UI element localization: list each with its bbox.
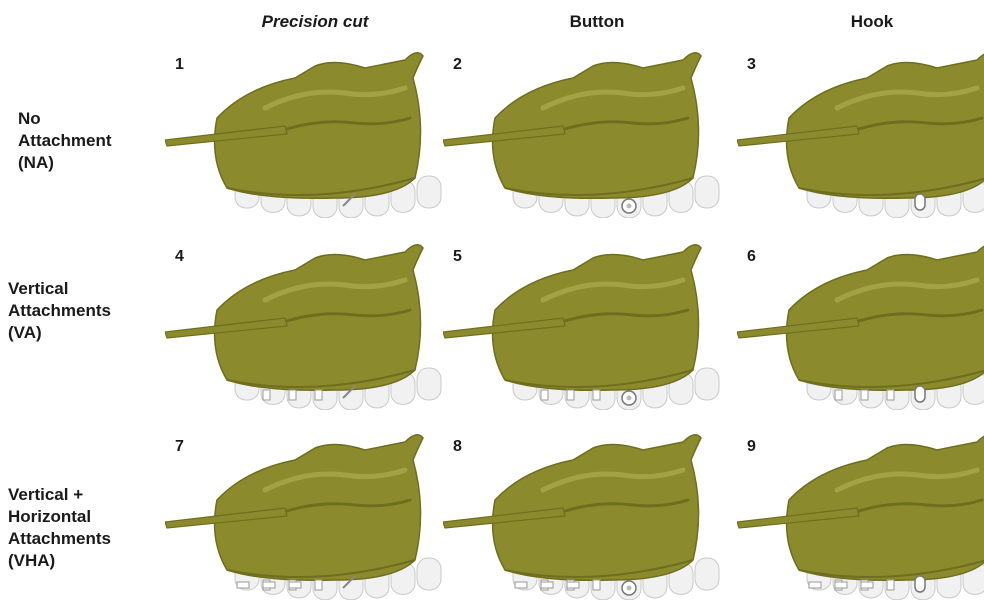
vertical-attachment xyxy=(887,580,894,590)
aligner-image xyxy=(443,240,733,410)
row-header-line: Vertical + xyxy=(8,484,111,506)
panel-5: 5 xyxy=(443,240,733,410)
panel-8: 8 xyxy=(443,430,733,600)
panel-2: 2 xyxy=(443,48,733,218)
row-header-line: Vertical xyxy=(8,278,111,300)
horizontal-attachment xyxy=(567,582,579,588)
tooth xyxy=(695,176,719,208)
vertical-attachment xyxy=(541,390,548,400)
row-header-va: Vertical Attachments (VA) xyxy=(8,278,111,344)
vertical-attachment xyxy=(289,390,296,400)
row-header-line: Attachment xyxy=(18,130,112,152)
horizontal-attachment xyxy=(861,582,873,588)
panel-3: 3 xyxy=(737,48,984,218)
panel-number: 6 xyxy=(747,248,756,266)
horizontal-attachment xyxy=(541,582,553,588)
aligner-body xyxy=(215,245,423,390)
aligner-image xyxy=(737,48,984,218)
aligner-image xyxy=(165,48,455,218)
aligner-image xyxy=(737,430,984,600)
row-header-line: (NA) xyxy=(18,152,112,174)
hook-attachment xyxy=(915,194,925,210)
column-header-precision-cut: Precision cut xyxy=(205,12,425,32)
button-attachment-center xyxy=(627,204,632,209)
aligner-body xyxy=(787,245,984,390)
panel-number: 4 xyxy=(175,248,184,266)
vertical-attachment xyxy=(315,390,322,400)
tooth xyxy=(417,368,441,400)
hook-attachment xyxy=(915,576,925,592)
aligner-body xyxy=(787,435,984,580)
button-attachment-center xyxy=(627,586,632,591)
panel-7: 7 xyxy=(165,430,455,600)
panel-number: 7 xyxy=(175,438,184,456)
column-header-button: Button xyxy=(487,12,707,32)
vertical-attachment xyxy=(861,390,868,400)
horizontal-attachment xyxy=(809,582,821,588)
horizontal-attachment xyxy=(835,582,847,588)
vertical-attachment xyxy=(315,580,322,590)
aligner-image xyxy=(165,430,455,600)
aligner-body xyxy=(493,245,701,390)
tooth xyxy=(417,558,441,590)
vertical-attachment xyxy=(567,390,574,400)
panel-number: 3 xyxy=(747,56,756,74)
panel-number: 2 xyxy=(453,56,462,74)
panel-number: 1 xyxy=(175,56,184,74)
aligner-image xyxy=(443,430,733,600)
row-header-line: Attachments xyxy=(8,300,111,322)
row-header-line: Attachments xyxy=(8,528,111,550)
aligner-body xyxy=(493,435,701,580)
vertical-attachment xyxy=(593,580,600,590)
panel-4: 4 xyxy=(165,240,455,410)
panel-1: 1 xyxy=(165,48,455,218)
vertical-attachment xyxy=(835,390,842,400)
row-header-line: Horizontal xyxy=(8,506,111,528)
horizontal-attachment xyxy=(237,582,249,588)
panel-9: 9 xyxy=(737,430,984,600)
vertical-attachment xyxy=(887,390,894,400)
aligner-image xyxy=(737,240,984,410)
button-attachment-center xyxy=(627,396,632,401)
column-header-hook: Hook xyxy=(762,12,982,32)
row-header-line: (VA) xyxy=(8,322,111,344)
row-header-na: No Attachment (NA) xyxy=(18,108,112,174)
aligner-body xyxy=(787,53,984,198)
horizontal-attachment xyxy=(515,582,527,588)
tooth xyxy=(695,368,719,400)
vertical-attachment xyxy=(263,390,270,400)
panel-number: 8 xyxy=(453,438,462,456)
horizontal-attachment xyxy=(263,582,275,588)
row-header-line: No xyxy=(18,108,112,130)
tooth xyxy=(417,176,441,208)
aligner-body xyxy=(493,53,701,198)
panel-number: 9 xyxy=(747,438,756,456)
aligner-image xyxy=(165,240,455,410)
aligner-body xyxy=(215,435,423,580)
panel-6: 6 xyxy=(737,240,984,410)
vertical-attachment xyxy=(593,390,600,400)
hook-attachment xyxy=(915,386,925,402)
aligner-body xyxy=(215,53,423,198)
aligner-image xyxy=(443,48,733,218)
horizontal-attachment xyxy=(289,582,301,588)
tooth xyxy=(695,558,719,590)
row-header-line: (VHA) xyxy=(8,550,111,572)
panel-number: 5 xyxy=(453,248,462,266)
row-header-vha: Vertical + Horizontal Attachments (VHA) xyxy=(8,484,111,572)
